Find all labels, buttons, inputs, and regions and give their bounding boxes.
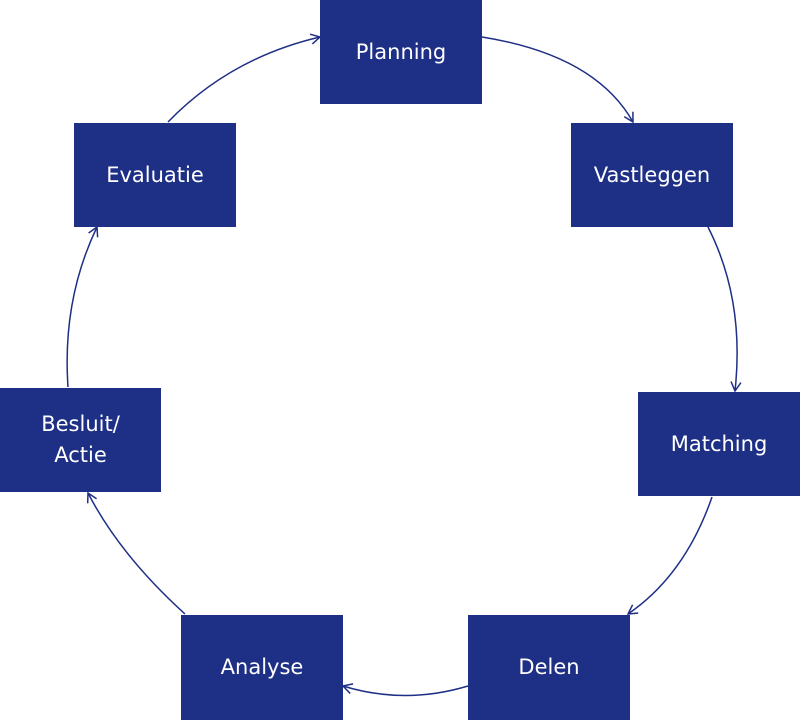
arrow-delen-analyse xyxy=(341,683,469,697)
step-analyse: Analyse xyxy=(181,615,343,720)
arrow-matching-delen xyxy=(626,496,713,615)
step-label: Analyse xyxy=(220,655,304,679)
step-planning: Planning xyxy=(320,0,482,104)
step-matching: Matching xyxy=(638,392,800,496)
step-besluit-actie: Besluit/ Actie xyxy=(0,388,161,492)
step-evaluatie: Evaluatie xyxy=(74,123,236,227)
step-label: Planning xyxy=(355,39,447,64)
arrow-evaluatie-planning xyxy=(167,33,322,123)
arrow-vastleggen-matching xyxy=(707,226,742,393)
arrow-besluit-evaluatie xyxy=(66,225,99,388)
step-vastleggen: Vastleggen xyxy=(571,123,733,227)
arrow-analyse-besluit xyxy=(86,491,186,615)
arrow-planning-vastleggen xyxy=(481,36,634,124)
step-label: Besluit/ Actie xyxy=(41,412,120,467)
step-label: Evaluatie xyxy=(106,162,204,187)
step-label: Delen xyxy=(518,655,580,679)
step-delen: Delen xyxy=(468,615,630,720)
step-label: Vastleggen xyxy=(593,162,711,187)
step-label: Matching xyxy=(670,431,768,456)
